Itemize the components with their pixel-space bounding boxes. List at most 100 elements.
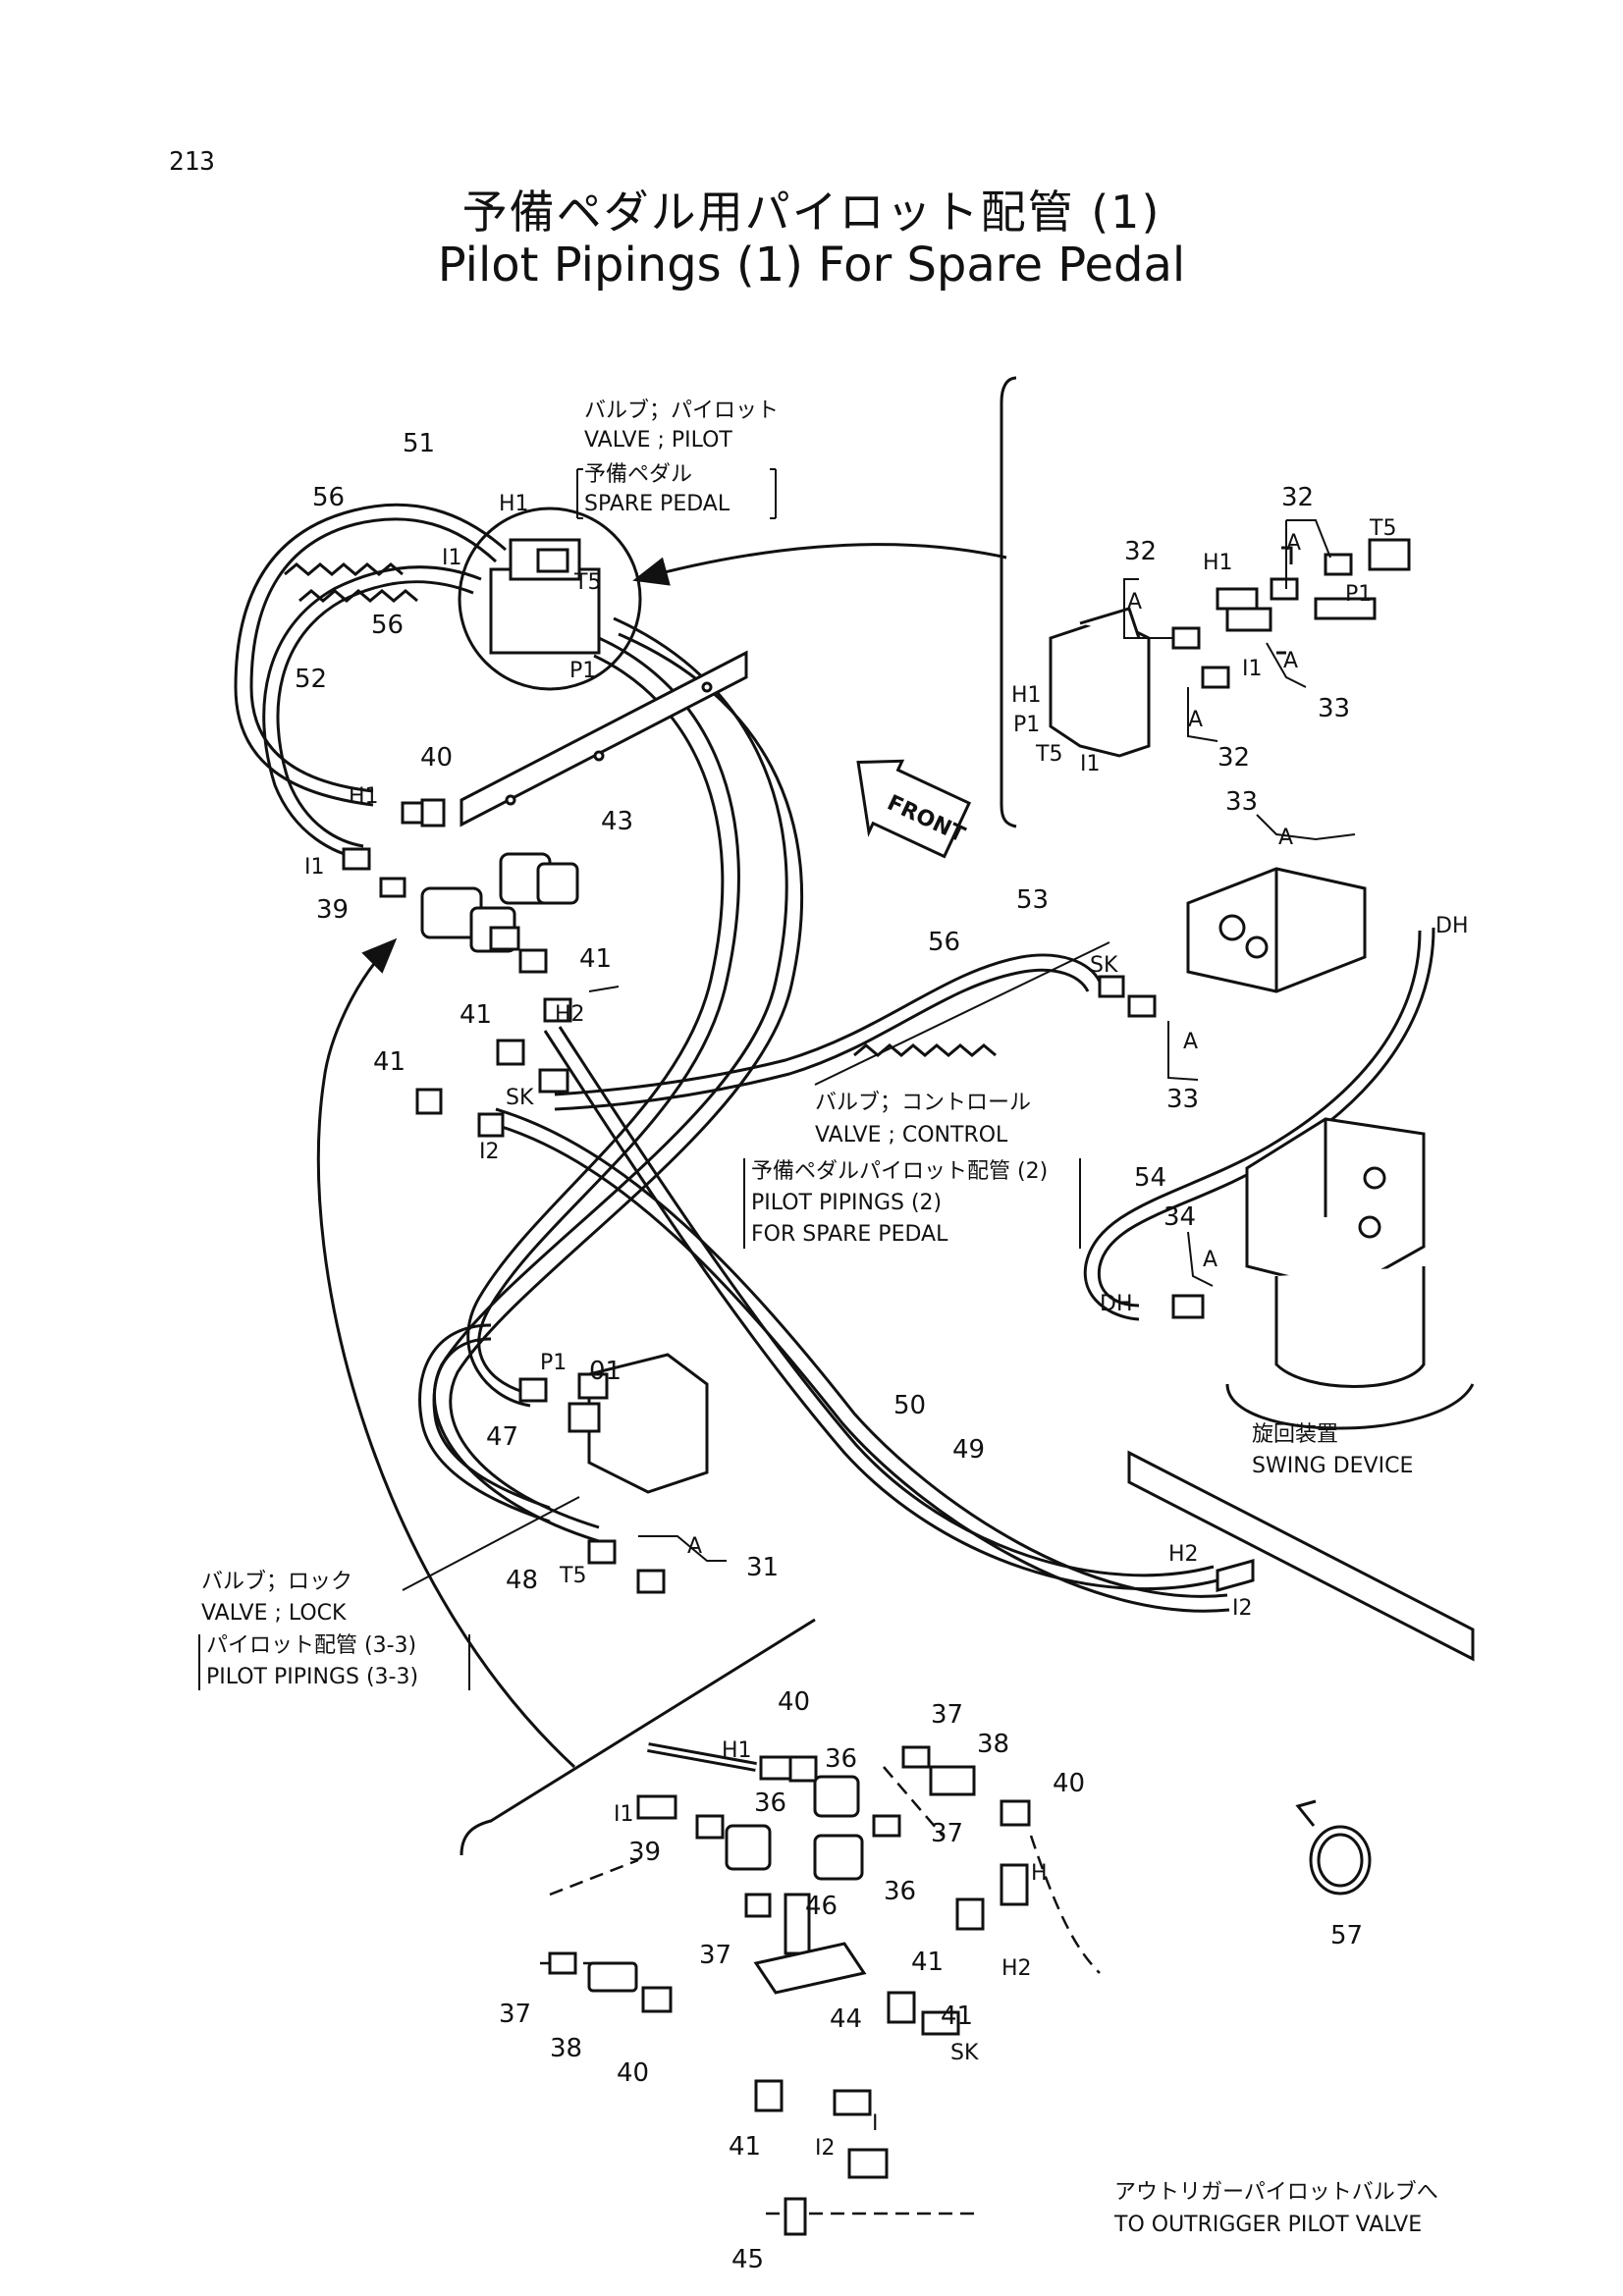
- part-label-36: 36: [825, 1744, 857, 1774]
- bracket-43: [460, 650, 748, 828]
- hose-54-inner: [1083, 930, 1422, 1321]
- part-label-40: 40: [1053, 1769, 1085, 1798]
- lower-exploded-detail: [548, 1742, 1031, 2236]
- hose-50-inner: [276, 580, 474, 848]
- port-label-i: I: [872, 2111, 879, 2136]
- port-label-i1: I1: [1242, 657, 1263, 681]
- swing-device: [1171, 1117, 1475, 1430]
- callout-swing-device-line2: SWING DEVICE: [1252, 1454, 1413, 1478]
- part-label-40: 40: [420, 743, 453, 773]
- part-label-37: 37: [931, 1700, 963, 1730]
- part-label-51: 49: [952, 1435, 985, 1465]
- callout-lock-valve: バルブ；ロック VALVE ; LOCK パイロット配管 (3-3) PILOT…: [198, 1496, 580, 1690]
- port-label-a: A: [1203, 1248, 1217, 1272]
- fitting-cluster-top-left: [342, 798, 579, 1138]
- hose-52-inner: [495, 1123, 1230, 1613]
- part-label-41: 41: [373, 1047, 406, 1077]
- hose-47-inner: [466, 654, 725, 1408]
- part-label-32: 32: [1217, 743, 1250, 773]
- part-label-37: 37: [499, 2000, 531, 2029]
- port-label-h: H: [1031, 1861, 1048, 1886]
- callout-outrigger-line1: アウトリガーパイロットバルブへ: [1114, 2180, 1438, 2205]
- part-label-50: 52: [295, 665, 327, 694]
- callout-lock-valve-line2: VALVE ; LOCK: [201, 1601, 347, 1626]
- part-label-48: 48: [506, 1566, 538, 1595]
- hose-53-inner: [554, 968, 1090, 1111]
- hose-48-inner: [449, 632, 804, 1529]
- part-label-56: 56: [312, 483, 345, 512]
- port-label-a: A: [1127, 590, 1142, 614]
- part-label-36: 36: [884, 1877, 916, 1906]
- hose-49-inner: [249, 517, 498, 793]
- port-label-i1: I1: [1080, 752, 1101, 776]
- callout-swing-device-line1: 旋回装置: [1252, 1422, 1338, 1447]
- callout-control-valve-line2: VALVE ; CONTROL: [815, 1123, 1008, 1148]
- part-label-49: 51: [403, 429, 435, 458]
- page-number: 213: [169, 147, 215, 177]
- hose-51-inner: [558, 1026, 1215, 1577]
- callout-control-valve-line5: FOR SPARE PEDAL: [751, 1222, 948, 1247]
- part-label-37: 37: [699, 1941, 731, 1970]
- hose-group: [234, 503, 1435, 1613]
- port-label-sk: SK: [506, 1086, 534, 1110]
- front-arrow: FRONT: [856, 759, 972, 859]
- callout-lock-valve-line4: PILOT PIPINGS (3-3): [206, 1665, 418, 1689]
- port-label-dh: DH: [1100, 1292, 1132, 1316]
- part-label-41: 41: [579, 944, 612, 974]
- port-label-h2: H2: [1001, 1956, 1032, 1981]
- port-label-h1: H1: [722, 1738, 752, 1763]
- port-label-a: A: [1283, 649, 1298, 673]
- callout-control-valve-line1: バルブ；コントロール: [815, 1091, 1031, 1115]
- page-title-english: Pilot Pipings (1) For Spare Pedal: [437, 238, 1186, 293]
- part-label-57: 57: [1330, 1921, 1363, 1950]
- part-label-34: 34: [1163, 1202, 1196, 1232]
- part-label-44: 44: [830, 2004, 862, 2034]
- port-label-sk: SK: [1090, 953, 1118, 978]
- port-label-h1: H1: [499, 492, 529, 516]
- port-label-i1: I1: [614, 1802, 634, 1827]
- callout-lock-valve-line3: パイロット配管 (3-3): [206, 1633, 416, 1658]
- port-label-h1: H1: [1203, 551, 1233, 575]
- part-label-41: 41: [941, 2002, 973, 2031]
- callout-control-valve-line4: PILOT PIPINGS (2): [751, 1191, 942, 1215]
- hose-51: [543, 1030, 1218, 1591]
- port-label-t5: T5: [1035, 742, 1062, 767]
- leader-lines: [588, 519, 1356, 1562]
- callout-lock-valve-line1: バルブ；ロック: [201, 1570, 352, 1594]
- callout-pilot-valve-line3: 予備ペダル: [584, 462, 692, 487]
- part-label-33: 33: [1225, 787, 1258, 817]
- clamp-57: [1295, 1799, 1372, 1896]
- part-number-labels: 51 56 56 52 40 43 39 41 41 41 53 56 33 5…: [295, 429, 1363, 2274]
- port-label-p1: P1: [569, 659, 596, 683]
- spring-guard-56-b: [298, 589, 418, 603]
- part-label-01: 01: [589, 1357, 622, 1386]
- part-label-52: 50: [893, 1391, 926, 1420]
- part-label-41: 41: [911, 1948, 944, 1977]
- port-label-t5: T5: [1369, 516, 1396, 541]
- port-label-a: A: [1286, 531, 1301, 556]
- part-label-36: 36: [754, 1789, 786, 1818]
- port-label-p1: P1: [1013, 713, 1040, 737]
- callout-pilot-valve-line1: バルブ；パイロット: [584, 399, 779, 423]
- port-labels: H1 I1 T5 P1 H1 I1 H2 SK I2 SK DH DH P1 T…: [304, 492, 1468, 2161]
- pilot-valve: [458, 507, 642, 691]
- port-label-p1: P1: [1345, 582, 1372, 607]
- part-label-38: 38: [977, 1730, 1009, 1759]
- hose-lower-left-inner: [432, 1337, 551, 1510]
- bracket-swing: [1127, 1450, 1475, 1662]
- lower-detail-frame: [316, 543, 1007, 1856]
- detail-bracket: [1000, 376, 1017, 828]
- hose-48: [432, 616, 788, 1543]
- callout-swing-device: 旋回装置 SWING DEVICE: [1252, 1422, 1413, 1478]
- hose-50: [262, 565, 482, 861]
- part-label-32: 32: [1281, 483, 1314, 512]
- page-title-japanese: 予備ペダル用パイロット配管 (1): [461, 186, 1162, 239]
- part-label-33: 33: [1166, 1085, 1199, 1114]
- port-label-t5: T5: [573, 570, 601, 595]
- spring-guard-56-a: [284, 562, 404, 576]
- callout-pilot-valve: バルブ；パイロット VALVE ; PILOT 予備ペダル SPARE PEDA…: [576, 399, 779, 519]
- port-label-i1: I1: [304, 855, 325, 880]
- port-label-sk: SK: [950, 2041, 979, 2065]
- part-label-53: 53: [1016, 885, 1049, 915]
